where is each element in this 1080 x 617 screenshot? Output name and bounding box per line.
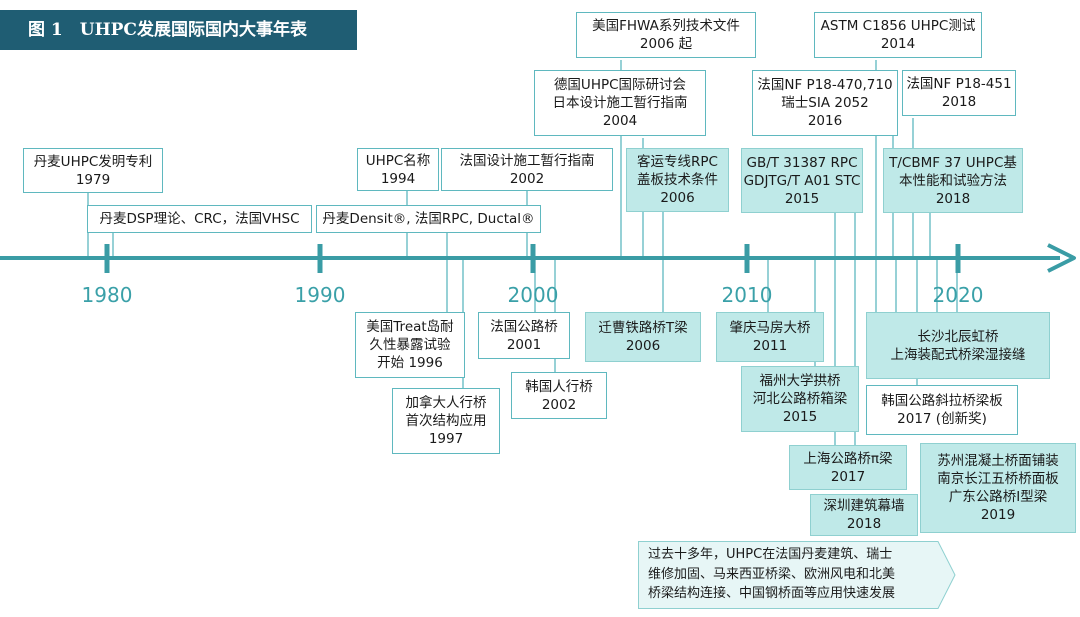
year-label-2010: 2010 (721, 283, 773, 307)
axis-arrowhead (1047, 243, 1076, 273)
figure-title: 图 1 UHPC发展国际国内大事年表 (0, 10, 357, 50)
summary-arrow-box: 过去十多年，UHPC在法国丹麦建筑、瑞士 维修加固、马来西亚桥梁、欧洲风电和北美… (638, 541, 956, 609)
timeline-axis (0, 243, 1076, 273)
event-densit: 丹麦Densit®, 法国RPC, Ductal® (316, 205, 541, 233)
event-changsha-2016: 长沙北辰虹桥上海装配式桥梁湿接缝 (866, 312, 1050, 379)
year-label-1990: 1990 (294, 283, 346, 307)
year-label-1980: 1980 (81, 283, 133, 307)
event-us-treat-1996: 美国Treat岛耐久性暴露试验开始 1996 (355, 312, 465, 378)
event-dsp-theory: 丹麦DSP理论、CRC，法国VHSC (87, 205, 312, 233)
summary-arrow-shape (638, 541, 956, 609)
summary-text: 过去十多年，UHPC在法国丹麦建筑、瑞士 维修加固、马来西亚桥梁、欧洲风电和北美… (648, 547, 896, 601)
year-label-2020: 2020 (932, 283, 984, 307)
year-label-2000: 2000 (507, 283, 559, 307)
